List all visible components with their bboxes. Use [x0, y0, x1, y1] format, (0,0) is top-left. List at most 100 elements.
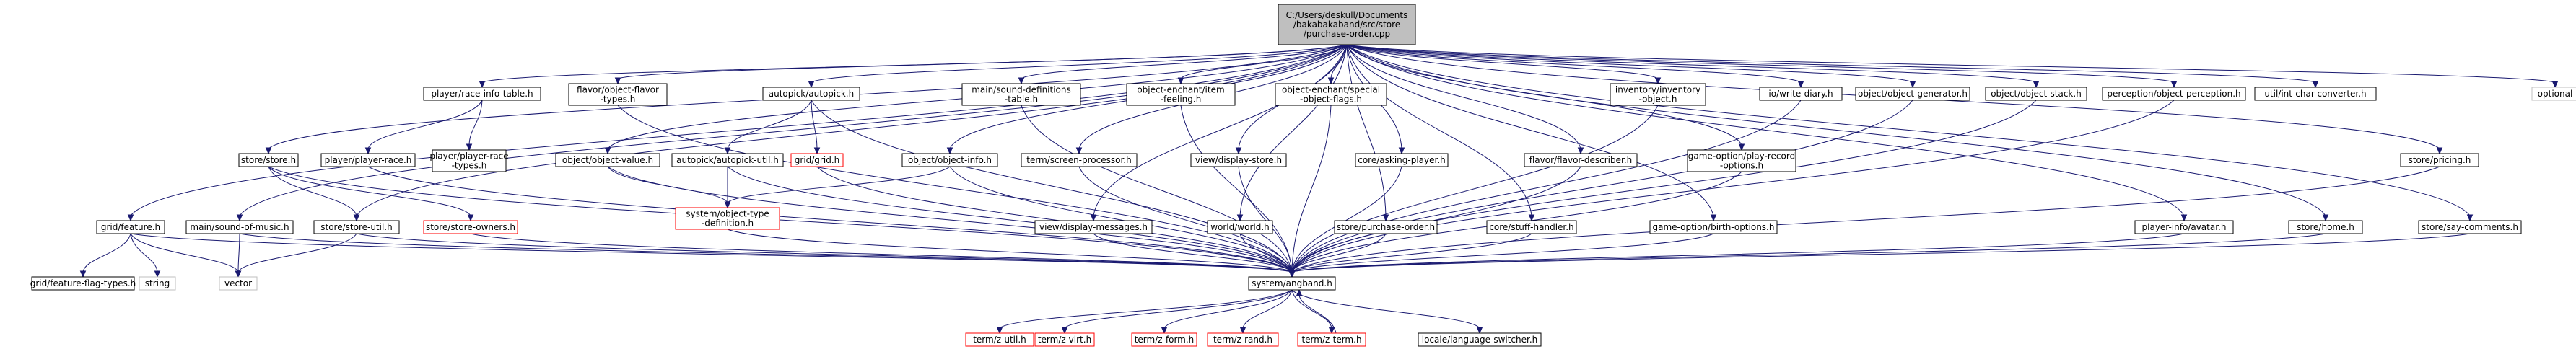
node-label: -options.h: [1720, 161, 1763, 171]
node-game-option-birth-options-h[interactable]: game-option/birth-options.h: [1649, 220, 1778, 234]
node-player-race-info-table-h[interactable]: player/race-info-table.h: [423, 87, 541, 101]
node-system-angband-h[interactable]: system/angband.h: [1248, 276, 1336, 291]
edge-sa-to-tzr: [1239, 289, 1293, 335]
node-main-sound-definitions-table-h[interactable]: main/sound-definitions-table.h: [961, 83, 1081, 106]
edge-inv-to-sa: [1288, 105, 1659, 278]
node-label: object/object-info.h: [908, 155, 992, 165]
node-perception-object-perception-h[interactable]: perception/object-perception.h: [2102, 87, 2246, 101]
edge-gf-to-str: [130, 233, 161, 278]
node-label: grid/feature-flag-types.h: [30, 278, 136, 288]
node-term-screen-processor-h[interactable]: term/screen-processor.h: [1021, 153, 1138, 167]
node-object-object-stack-h[interactable]: object/object-stack.h: [1985, 87, 2087, 101]
node-player-player-race-types-h[interactable]: player/player-race-types.h: [429, 149, 509, 172]
edge-root-to-prit: [479, 44, 1348, 89]
node-store-say-comments-h[interactable]: store/say-comments.h: [2418, 220, 2522, 234]
node-main-sound-of-music-h[interactable]: main/sound-of-music.h: [185, 220, 294, 234]
edge-pop-to-sa: [1288, 100, 2175, 278]
node-label: view/display-store.h: [1195, 155, 1282, 165]
node-core-stuff-handler-h[interactable]: core/stuff-handler.h: [1486, 220, 1577, 234]
node-core-asking-player-h[interactable]: core/asking-player.h: [1355, 153, 1449, 167]
edge-ov-to-ot: [607, 166, 731, 209]
node-label: store/store-util.h: [320, 222, 392, 232]
node-label: player/player-race.h: [325, 155, 412, 165]
edge-gbo-to-sa: [1288, 233, 1714, 278]
node-label: term/z-util.h: [973, 335, 1026, 345]
node-label: inventory/inventory: [1615, 85, 1700, 95]
edge-apk-to-apu: [724, 100, 812, 155]
edge-root-to-oei: [1177, 44, 1348, 85]
edge-root-to-ssc: [1346, 44, 2474, 222]
node-object-enchant-item-feeling-h[interactable]: object-enchant/item-feeling.h: [1126, 83, 1236, 106]
node-label: main/sound-definitions: [972, 85, 1071, 95]
node-label: store/purchase-order.h: [1337, 222, 1435, 232]
node-inventory-inventory-object-h[interactable]: inventory/inventory-object.h: [1610, 83, 1706, 106]
node-object-object-generator-h[interactable]: object/object-generator.h: [1855, 87, 1970, 101]
graph-nodes: C:/Users/deskull/Documents/bakabakaband/…: [30, 4, 2576, 347]
node-store-home-h[interactable]: store/home.h: [2288, 220, 2363, 234]
edge-sso-to-sa: [470, 233, 1296, 278]
node-player-player-race-h[interactable]: player/player-race.h: [320, 153, 416, 167]
node-store-store-util-h[interactable]: store/store-util.h: [313, 220, 400, 234]
node-io-write-diary-h[interactable]: io/write-diary.h: [1759, 87, 1843, 101]
node-view-display-store-h[interactable]: view/display-store.h: [1190, 153, 1287, 167]
node-store-pricing-h[interactable]: store/pricing.h: [2400, 153, 2479, 167]
node-grid-feature-flag-types-h[interactable]: grid/feature-flag-types.h: [30, 276, 136, 291]
node-store-store-h[interactable]: store/store.h: [238, 153, 299, 167]
edge-iwd-to-sa: [1288, 100, 1802, 278]
node-label: term/z-form.h: [1135, 335, 1195, 345]
node-player-info-avatar-h[interactable]: player-info/avatar.h: [2134, 220, 2234, 234]
node-store-purchase-order-h[interactable]: store/purchase-order.h: [1334, 220, 1438, 234]
node-label: term/z-virt.h: [1038, 335, 1091, 345]
node-label: object/object-generator.h: [1858, 89, 1968, 99]
edge-root-to-opt: [1346, 44, 2559, 89]
edge-root-to-ssu: [353, 44, 1348, 222]
node-optional: optional: [2531, 87, 2576, 101]
node-label: term/z-rand.h: [1213, 335, 1272, 345]
node-term-z-util-h[interactable]: term/z-util.h: [965, 332, 1034, 347]
edge-sa-to-tzv: [1061, 289, 1293, 335]
node-locale-language-switcher-h[interactable]: locale/language-switcher.h: [1418, 332, 1542, 347]
edge-spr-to-sa: [1288, 166, 2440, 278]
node-grid-grid-h[interactable]: grid/grid.h: [790, 153, 844, 167]
node-store-store-owners-h[interactable]: store/store-owners.h: [423, 220, 518, 234]
node-object-object-value-h[interactable]: object/object-value.h: [555, 153, 660, 167]
node-util-int-char-converter-h[interactable]: util/int-char-converter.h: [2254, 87, 2377, 101]
node-game-option-play-record-options-h[interactable]: game-option/play-record-options.h: [1687, 149, 1796, 172]
node-autopick-autopick-h[interactable]: autopick/autopick.h: [762, 87, 860, 101]
edge-ssc-to-sa: [1288, 233, 2471, 278]
node-view-display-messages-h[interactable]: view/display-messages.h: [1034, 220, 1153, 234]
node-label: game-option/play-record: [1688, 151, 1795, 162]
node-label: -object.h: [1639, 94, 1677, 105]
node-label: store/pricing.h: [2409, 155, 2471, 165]
node-label: optional: [2538, 89, 2573, 99]
node-term-z-term-h[interactable]: term/z-term.h: [1297, 332, 1366, 347]
node-c-users-deskull-documents-bakabakaband-src-store-purchase-order-cpp[interactable]: C:/Users/deskull/Documents/bakabakaband/…: [1278, 4, 1416, 45]
node-term-z-form-h[interactable]: term/z-form.h: [1131, 332, 1197, 347]
edge-root-to-spo: [1346, 44, 1389, 222]
edge-oi-to-ot: [724, 166, 951, 209]
node-term-z-rand-h[interactable]: term/z-rand.h: [1207, 332, 1279, 347]
node-label: util/int-char-converter.h: [2264, 89, 2366, 99]
edge-root-to-vdm: [1090, 44, 1348, 222]
node-system-object-type-definition-h[interactable]: system/object-type-definition.h: [675, 207, 780, 230]
node-vector: vector: [219, 276, 258, 291]
node-term-z-virt-h[interactable]: term/z-virt.h: [1034, 332, 1095, 347]
node-label: autopick/autopick-util.h: [676, 155, 779, 165]
edge-sa-to-tzf: [1161, 289, 1293, 335]
node-label: object-enchant/special: [1282, 85, 1380, 95]
node-object-enchant-special-object-flags-h[interactable]: object-enchant/special-object-flags.h: [1275, 83, 1387, 106]
edge-root-to-pia: [1346, 44, 2188, 222]
node-autopick-autopick-util-h[interactable]: autopick/autopick-util.h: [671, 153, 784, 167]
edge-sa-to-tzu: [996, 289, 1293, 335]
node-flavor-flavor-describer-h[interactable]: flavor/flavor-describer.h: [1524, 153, 1638, 167]
node-label: player-info/avatar.h: [2142, 222, 2227, 232]
edge-csh-to-sa: [1288, 233, 1532, 278]
node-label: game-option/birth-options.h: [1653, 222, 1775, 232]
node-world-world-h[interactable]: world/world.h: [1207, 220, 1273, 234]
node-grid-feature-h[interactable]: grid/feature.h: [96, 220, 165, 234]
node-label: -object-flags.h: [1300, 94, 1362, 105]
edge-sa-to-lls: [1291, 289, 1483, 335]
node-flavor-object-flavor-types-h[interactable]: flavor/object-flavor-types.h: [568, 83, 668, 106]
edge-smm-to-vec: [235, 233, 242, 278]
node-object-object-info-h[interactable]: object/object-info.h: [901, 153, 998, 167]
